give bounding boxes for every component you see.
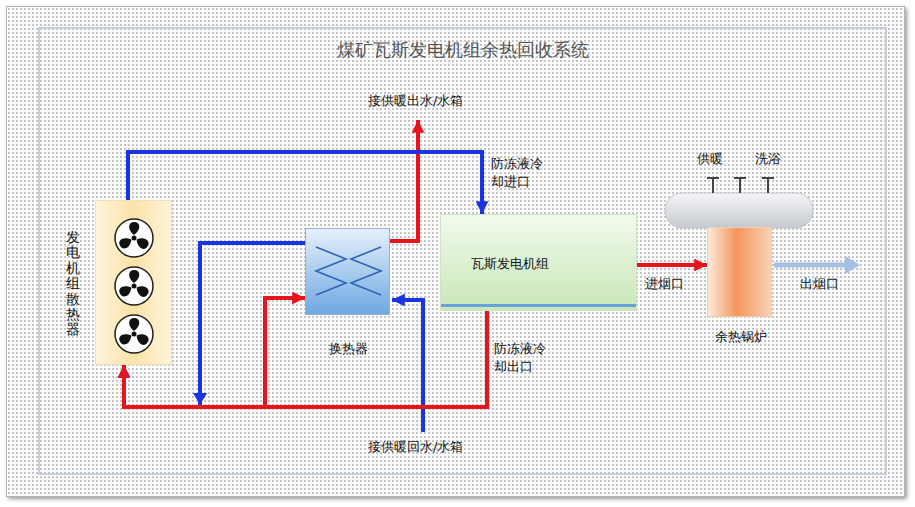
pipe-connector <box>637 263 707 267</box>
water-tank <box>665 193 813 228</box>
hot-water-out-pipe <box>390 120 418 241</box>
fan-symbols <box>96 201 173 366</box>
base-bar <box>441 304 636 307</box>
port-label: 进烟口 <box>645 275 684 293</box>
flue-out-pipe <box>774 263 846 268</box>
port-label: 接供暖出水/水箱 <box>368 92 463 110</box>
exchanger-coils <box>306 229 391 316</box>
radiator-box: 发电机组散热器 <box>95 200 172 365</box>
pipe-connector <box>124 311 487 407</box>
port-label: 洗浴 <box>755 150 781 168</box>
port-label: 防冻液冷却进口 <box>491 155 547 190</box>
port-label: 供暖 <box>697 150 723 168</box>
pipe-connector <box>128 152 482 214</box>
port-label: 防冻液冷却出口 <box>494 340 550 375</box>
heat-exchanger-box: 换热器 <box>305 228 390 315</box>
tap-symbols <box>707 178 774 193</box>
boiler-box: 余热锅炉 <box>707 227 772 317</box>
node-label: 发电机组散热器 <box>66 230 80 338</box>
flue-out-arrowhead <box>845 256 860 274</box>
port-label: 出烟口 <box>800 275 839 293</box>
generator-box: 瓦斯发电机组 <box>440 214 637 311</box>
node-label: 换热器 <box>329 340 368 358</box>
port-label: 接供暖回水/水箱 <box>368 438 463 456</box>
node-label: 余热锅炉 <box>715 328 767 346</box>
diagram-title: 煤矿瓦斯发电机组余热回收系统 <box>38 38 887 62</box>
return-water-pipe <box>392 300 423 432</box>
node-label: 瓦斯发电机组 <box>471 255 549 273</box>
